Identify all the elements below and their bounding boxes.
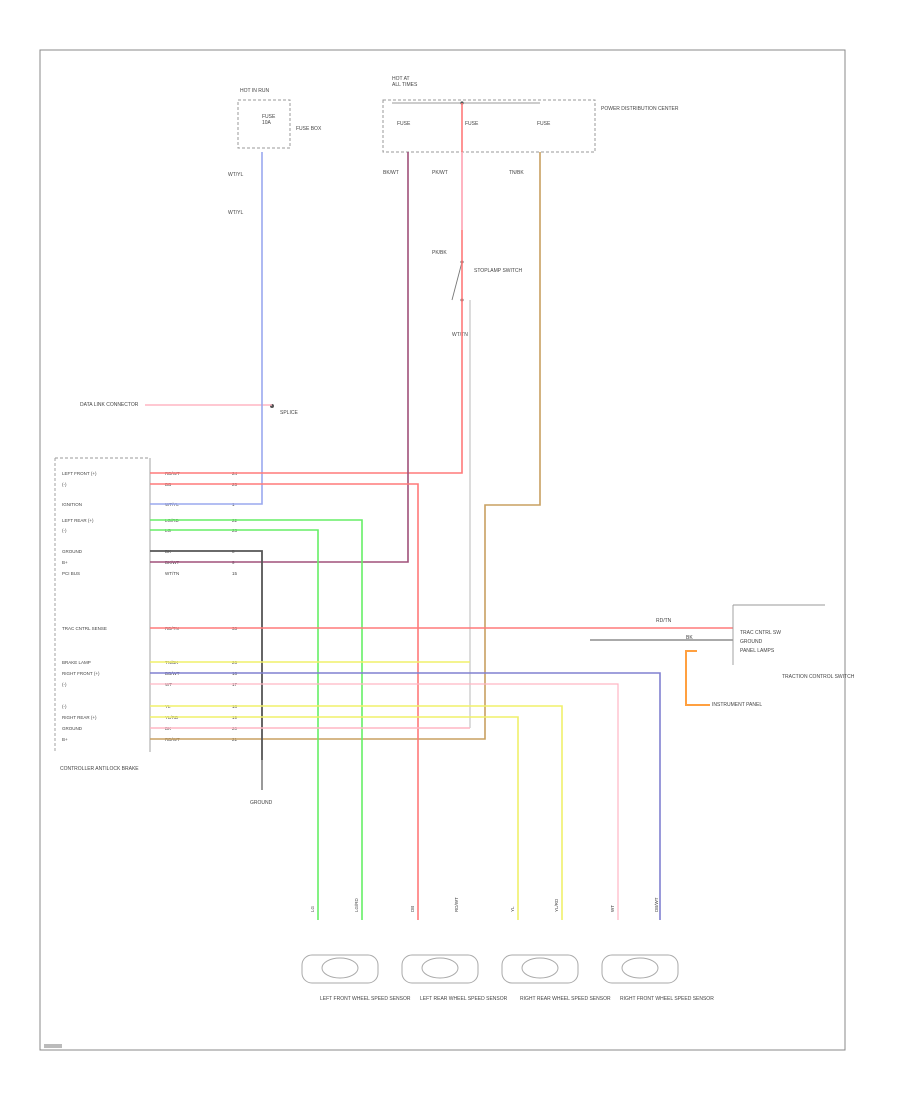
fuse-a-label: FUSE bbox=[397, 121, 411, 127]
wheel-speed-sensors: LG LG/RD LEFT FRONT WHEEL SPEED SENSOR DB RD… bbox=[301, 897, 714, 1002]
hot-all-title: HOT AT bbox=[392, 76, 410, 82]
controller-pin-name: (-) bbox=[62, 482, 67, 487]
hot-at-all-times-box: HOT AT ALL TIMES FUSE FUSE FUSE POWER DI… bbox=[382, 76, 679, 153]
stoplamp-switch-label: STOPLAMP SWITCH bbox=[474, 268, 523, 274]
wire-run bbox=[150, 529, 319, 920]
controller-pin-name: (-) bbox=[62, 704, 67, 709]
trac-wire-1-label: RD/TN bbox=[656, 618, 672, 624]
controller-pin-name: (-) bbox=[62, 682, 67, 687]
wire-label-brake-out: WT/TN bbox=[452, 332, 468, 338]
fuse-c-label: FUSE bbox=[537, 121, 551, 127]
ground-symbol: GROUND bbox=[250, 760, 273, 806]
controller-pin-name: LEFT REAR (+) bbox=[62, 518, 94, 523]
trac-title: TRACTION CONTROL SWITCH bbox=[782, 674, 855, 680]
sensor-wire-a: DB bbox=[410, 906, 415, 912]
wheel-speed-sensor: DB RD/WT LEFT REAR WHEEL SPEED SENSOR bbox=[401, 897, 508, 1002]
sensor-wire-b: YL/RD bbox=[554, 898, 559, 912]
hot-run-side-note: FUSE BOX bbox=[296, 126, 322, 132]
trac-note: INSTRUMENT PANEL bbox=[712, 702, 762, 708]
wire-run bbox=[150, 152, 409, 563]
controller-pin-name: LEFT FRONT (+) bbox=[62, 471, 97, 476]
splice-label: SPLICE bbox=[280, 410, 298, 416]
trac-pin-2: GROUND bbox=[740, 639, 763, 645]
wire-run bbox=[150, 672, 661, 920]
wheel-speed-sensor: WT DB/WT RIGHT FRONT WHEEL SPEED SENSOR bbox=[601, 897, 714, 1002]
wire-label-pink: PK/WT bbox=[432, 170, 448, 176]
sensor-wire-b: LG/RD bbox=[354, 897, 359, 912]
wire-run bbox=[150, 683, 619, 920]
wire-label-purple: BK/WT bbox=[383, 170, 399, 176]
diagram-border bbox=[39, 49, 846, 1051]
wire-label-left-feed-1: WT/YL bbox=[228, 172, 243, 178]
wire-run bbox=[150, 103, 463, 474]
controller-pin-name: PCI BUS bbox=[62, 571, 80, 576]
hot-all-line2: ALL TIMES bbox=[392, 82, 418, 88]
controller-pin-name: GROUND bbox=[62, 726, 83, 731]
wire-run bbox=[150, 483, 419, 920]
controller-pin-name: BRAKE LAMP bbox=[62, 660, 91, 665]
traction-control-switch: TRAC CNTRL SW GROUND PANEL LAMPS TRACTIO… bbox=[656, 604, 855, 708]
hot-run-fuse-label: FUSE bbox=[262, 114, 276, 120]
hot-run-fuse-box: HOT IN RUN FUSE 10A FUSE BOX bbox=[237, 88, 322, 149]
controller-pin-name: B+ bbox=[62, 560, 68, 565]
wire-run bbox=[150, 716, 519, 920]
wire-run bbox=[150, 705, 563, 920]
controller-pin-name: B+ bbox=[62, 737, 68, 742]
wire-run bbox=[150, 519, 363, 920]
wire-run bbox=[150, 152, 263, 505]
corner-tag bbox=[44, 1044, 62, 1048]
controller-title: CONTROLLER ANTILOCK BRAKE bbox=[60, 766, 139, 772]
trac-pin-3: PANEL LAMPS bbox=[740, 648, 775, 654]
wire-label-brake-switch: PK/BK bbox=[432, 250, 447, 256]
trac-wire-2-label: BK bbox=[686, 635, 693, 641]
sensor-name: LEFT FRONT WHEEL SPEED SENSOR bbox=[320, 996, 411, 1002]
controller-pin-name: (-) bbox=[62, 528, 67, 533]
data-link-label: DATA LINK CONNECTOR bbox=[80, 402, 139, 408]
sensor-wire-b: RD/WT bbox=[454, 897, 459, 912]
fuse-b-label: FUSE bbox=[465, 121, 479, 127]
controller-pin-wire: WT/TN bbox=[165, 571, 179, 576]
wire-label-tan: TN/BK bbox=[509, 170, 524, 176]
controller-pin-number: 15 bbox=[232, 571, 238, 576]
hot-run-fuse-rating: 10A bbox=[262, 120, 272, 126]
wire-label-left-feed-2: WT/YL bbox=[228, 210, 243, 216]
wheel-speed-sensor: YL YL/RD RIGHT REAR WHEEL SPEED SENSOR bbox=[501, 898, 611, 1002]
sensor-wire-a: YL bbox=[510, 906, 515, 912]
ground-label: GROUND bbox=[250, 800, 273, 806]
wire-run bbox=[150, 152, 541, 740]
sensor-name: RIGHT FRONT WHEEL SPEED SENSOR bbox=[620, 996, 714, 1002]
trac-pin-1: TRAC CNTRL SW bbox=[740, 630, 781, 636]
hot-all-side-note: POWER DISTRIBUTION CENTER bbox=[601, 106, 679, 112]
controller-pin-name: RIGHT FRONT (+) bbox=[62, 671, 100, 676]
sensor-wire-a: LG bbox=[310, 905, 315, 912]
wheel-speed-sensor: LG LG/RD LEFT FRONT WHEEL SPEED SENSOR bbox=[301, 897, 411, 1002]
controller-pin-name: TRAC CNTRL SENSE bbox=[62, 626, 107, 631]
abs-controller: CONTROLLER ANTILOCK BRAKE LEFT FRONT (+)… bbox=[54, 457, 238, 772]
hot-run-title: HOT IN RUN bbox=[240, 88, 269, 94]
wire-harness bbox=[150, 103, 733, 920]
controller-pin-name: RIGHT REAR (+) bbox=[62, 715, 97, 720]
controller-pin-name: GROUND bbox=[62, 549, 83, 554]
sensor-wire-b: DB/WT bbox=[654, 897, 659, 912]
sensor-name: LEFT REAR WHEEL SPEED SENSOR bbox=[420, 996, 508, 1002]
wire-run bbox=[150, 550, 263, 760]
controller-pin-name: IGNITION bbox=[62, 502, 82, 507]
sensor-wire-a: WT bbox=[610, 905, 615, 912]
sensor-name: RIGHT REAR WHEEL SPEED SENSOR bbox=[520, 996, 611, 1002]
